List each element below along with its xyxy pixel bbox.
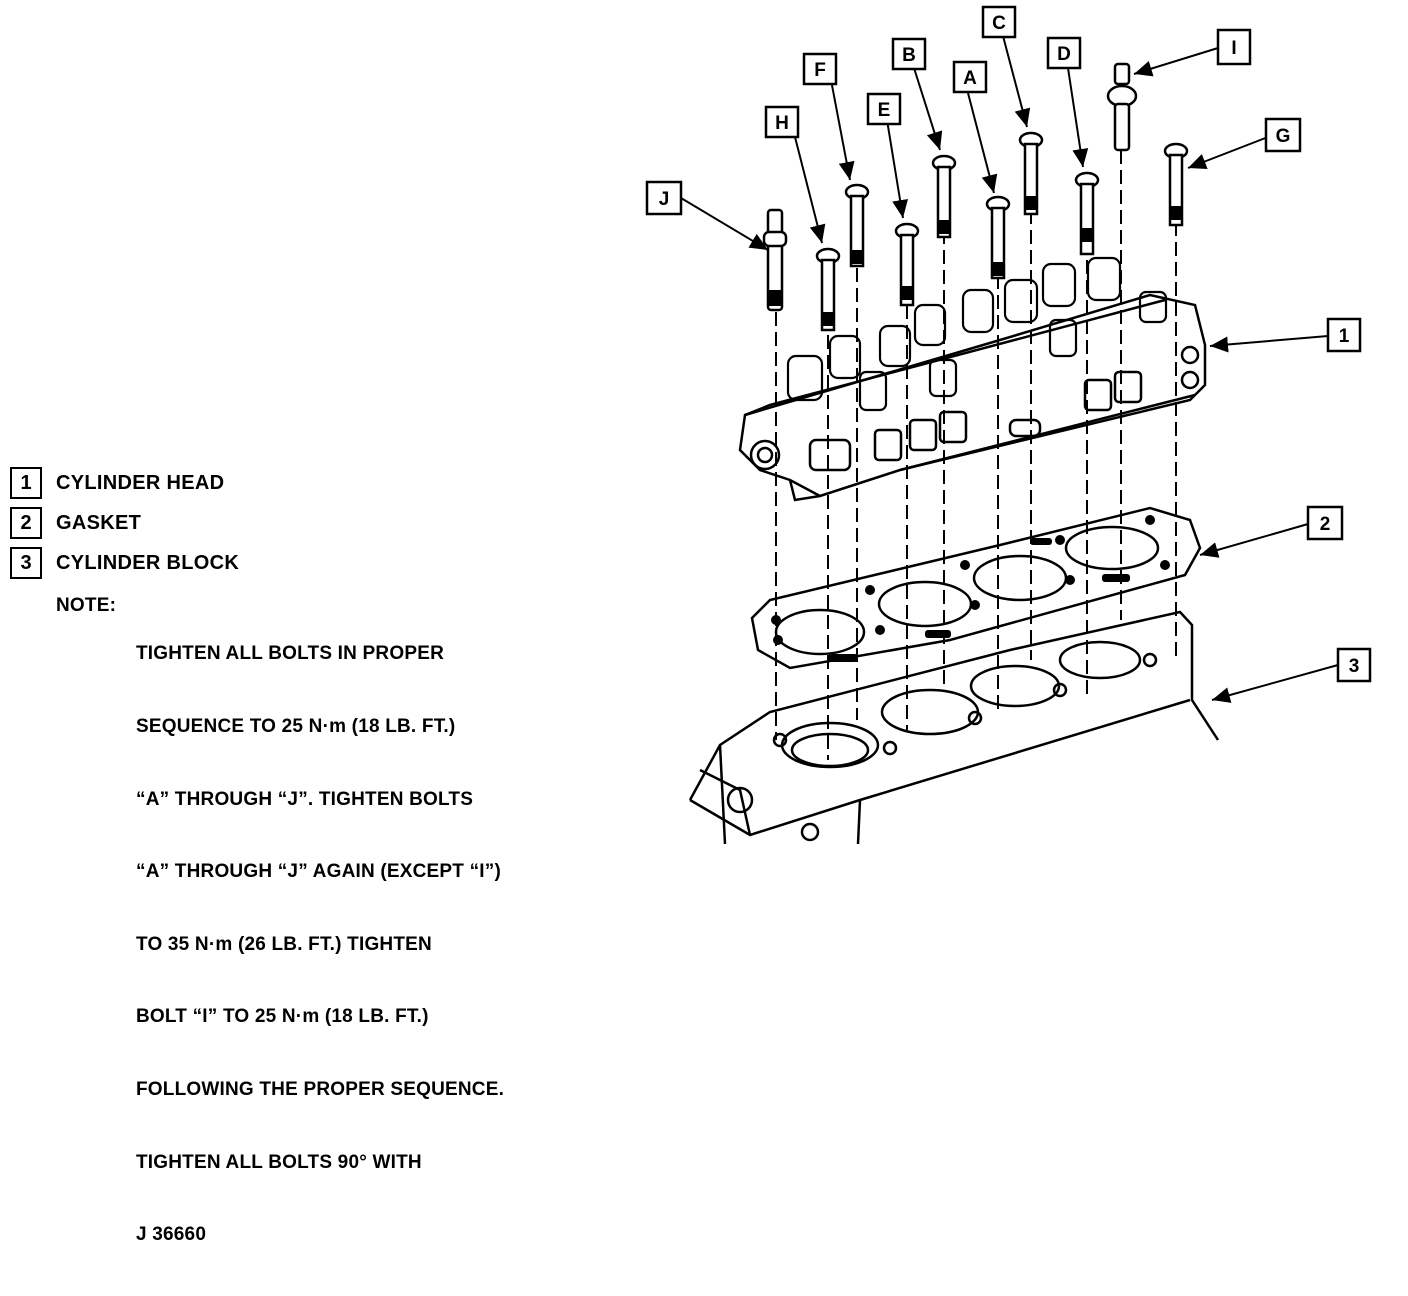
callout-a-label: A: [963, 68, 977, 89]
note-label: NOTE:: [56, 595, 117, 616]
note-line: FOLLOWING THE PROPER SEQUENCE.: [136, 1079, 505, 1101]
note-line: “A” THROUGH “J” AGAIN (EXCEPT “I”): [136, 861, 501, 883]
callout-b: B: [891, 37, 927, 71]
note-line: “A” THROUGH “J”. TIGHTEN BOLTS: [136, 788, 474, 810]
bolt-f: [844, 183, 870, 268]
legend-item-gasket: 2 GASKET: [10, 506, 239, 540]
callout-f-label: F: [814, 60, 826, 81]
note-line: TO 35 N·m (26 LB. FT.) TIGHTEN: [136, 933, 432, 955]
cylinder-head-exploded-diagram: J H F E B A C D I G 1 2 3: [645, 5, 1372, 844]
bolt-i: [1106, 62, 1138, 152]
cylinder-block-drawing: [688, 610, 1220, 844]
legend-label: CYLINDER HEAD: [56, 471, 225, 494]
callout-h-label: H: [775, 113, 789, 134]
callout-b-label: B: [902, 45, 916, 66]
callout-a: A: [952, 60, 988, 94]
cylinder-head-drawing: [738, 256, 1207, 502]
callout-3: 3: [1336, 647, 1372, 683]
note-line: BOLT “I” TO 25 N·m (18 LB. FT.): [136, 1006, 429, 1028]
legend-number: 1: [10, 467, 42, 499]
callout-g-label: G: [1276, 126, 1291, 147]
callout-h: H: [764, 105, 800, 139]
head-bolts: [762, 62, 1189, 332]
legend-item-cylinder-block: 3 CYLINDER BLOCK: [10, 546, 239, 580]
note-line: TIGHTEN ALL BOLTS IN PROPER: [136, 643, 444, 665]
callout-boxes: J H F E B A C D I G 1 2 3: [645, 5, 1372, 683]
callout-1: 1: [1326, 317, 1362, 353]
callout-2: 2: [1306, 505, 1344, 541]
callout-i-label: I: [1231, 38, 1236, 59]
callout-j-label: J: [659, 189, 670, 210]
note-line: J 36660: [136, 1224, 207, 1246]
note-line: TIGHTEN ALL BOLTS 90° WITH: [136, 1151, 422, 1173]
callout-1-label: 1: [1339, 326, 1350, 347]
callout-i: I: [1216, 28, 1252, 66]
legend-number: 2: [10, 507, 42, 539]
bolt-b: [931, 154, 957, 239]
callout-3-label: 3: [1349, 656, 1360, 677]
parts-legend: 1 CYLINDER HEAD 2 GASKET 3 CYLINDER BLOC…: [10, 466, 239, 586]
callout-c: C: [981, 5, 1017, 39]
callout-c-label: C: [992, 13, 1006, 34]
bolt-j: [762, 208, 788, 312]
callout-d: D: [1046, 36, 1082, 70]
leader-arrows: [680, 35, 1339, 703]
legend-number: 3: [10, 547, 42, 579]
note-line: SEQUENCE TO 25 N·m (18 LB. FT.): [136, 716, 456, 738]
callout-d-label: D: [1057, 44, 1071, 65]
callout-g: G: [1264, 117, 1302, 153]
bolt-alignment-lines: [775, 150, 1177, 760]
gasket-drawing: [750, 506, 1202, 670]
callout-f: F: [802, 52, 838, 86]
legend-item-cylinder-head: 1 CYLINDER HEAD: [10, 466, 239, 500]
callout-e: E: [866, 92, 902, 126]
legend-label: CYLINDER BLOCK: [56, 551, 240, 574]
callout-2-label: 2: [1320, 514, 1331, 535]
callout-j: J: [645, 180, 683, 216]
note-text: TIGHTEN ALL BOLTS IN PROPER SEQUENCE TO …: [136, 594, 504, 1296]
bolt-a: [985, 195, 1011, 280]
callout-e-label: E: [878, 100, 891, 121]
legend-label: GASKET: [56, 511, 142, 534]
